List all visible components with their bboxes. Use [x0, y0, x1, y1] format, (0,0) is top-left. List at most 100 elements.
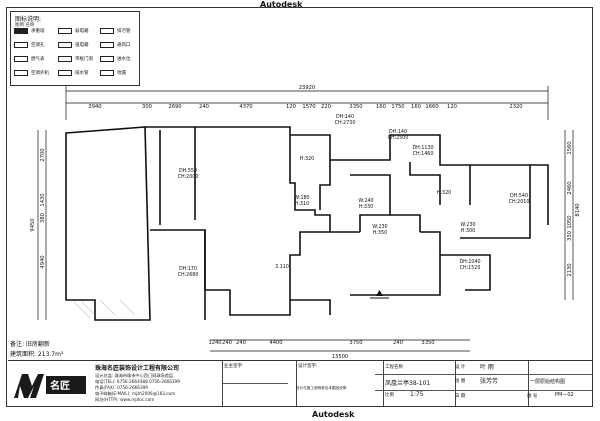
project-value: 凤凰兰亭38-101 — [385, 380, 431, 387]
title-block — [8, 360, 592, 407]
dim-right-segment: 330 — [567, 231, 573, 241]
designer-sign-label: 设计签字: — [298, 364, 318, 369]
drawing-title: 一层原始结构图 — [530, 379, 566, 385]
brand-top: Autodesk — [260, 0, 303, 9]
annotation-label: CH:2680 — [178, 272, 199, 278]
sheet-label: 图 号 — [527, 394, 538, 399]
legend-item-label: 强电箱 — [75, 43, 89, 48]
gas-meter-icon — [14, 56, 28, 62]
annotation-label: CH:2010 — [509, 199, 530, 205]
svg-text:名匠: 名匠 — [50, 379, 70, 392]
annotation-label: H:320 — [437, 190, 451, 196]
dim-top-segment: 2320 — [509, 104, 522, 110]
dim-bottom-total: 13500 — [332, 354, 349, 360]
dim-top-segment: 160 — [376, 104, 386, 110]
tb-divider — [455, 361, 456, 407]
annotation-label: CH:2000 — [178, 174, 199, 180]
annotation-label: DH:170 — [179, 266, 197, 272]
dim-top-segment: 240 — [199, 104, 209, 110]
company-address: 设计总监: 珠海市珠市中心西门网球场首层 — [95, 373, 174, 378]
note-area: 建筑面积: 213.7m² — [10, 351, 64, 358]
note-renovation: 备注: 旧房翻新 — [10, 341, 50, 348]
drawing-frame — [6, 7, 593, 407]
sign-note: 设计与施工说明参见本图纸说明 — [296, 386, 347, 390]
legend-title: 图标说明: — [15, 16, 42, 23]
tb-divider — [383, 361, 384, 407]
dim-top-segment: 3350 — [349, 104, 362, 110]
annotation-label: H:300 — [461, 228, 475, 234]
tb-hline — [222, 383, 288, 384]
dim-top-segment: 120 — [447, 104, 457, 110]
dim-top-segment: 4370 — [239, 104, 252, 110]
annotation-label: CH:2500 — [388, 135, 409, 141]
dim-top-segment: 300 — [142, 104, 152, 110]
floor-drain-icon — [100, 70, 114, 76]
annotation-label: H:350 — [373, 230, 387, 236]
annotation-label: CH:2730 — [335, 120, 356, 126]
annotation-label: DH:550 — [179, 168, 197, 174]
tb-hline — [375, 390, 592, 391]
dim-right-segment: 2130 — [567, 263, 573, 276]
dim-right-total: 8140 — [575, 203, 581, 216]
dim-left-segment: 4940 — [40, 255, 46, 268]
dim-bottom-segment: 240 — [236, 340, 246, 346]
scale-label: 比例 — [385, 393, 394, 398]
dim-right-segment: 1560 — [567, 141, 573, 154]
door-frame-icon — [58, 56, 72, 62]
annotation-label: DH:1040 — [459, 259, 480, 265]
legend-item-label: 燃气表 — [31, 57, 45, 62]
company-web: 网址(HTTP): www.mjdoc.com — [95, 397, 155, 402]
annotation-label: 3.110 — [275, 264, 289, 270]
ac-outdoor-icon — [14, 70, 28, 76]
annotation-label: W:230 — [460, 222, 475, 228]
tb-divider — [296, 361, 297, 407]
vent-icon — [100, 42, 114, 48]
dim-bottom-segment: 240 — [222, 340, 232, 346]
dim-bottom-segment: 240 — [393, 340, 403, 346]
company-fax: 传真(FAX): 0756-2666399 — [95, 385, 148, 390]
legend-box: 图标说明: 图例 名称 — [10, 11, 140, 86]
dim-top-segment: 220 — [321, 104, 331, 110]
scale-value: 1:75 — [410, 391, 424, 398]
brand-bottom: Autodesk — [312, 410, 355, 419]
ac-hole-icon — [14, 42, 28, 48]
company-tel: 电话(TEL): 0756-2664488 0756-2666399 — [95, 379, 180, 384]
annotation-label: CH:1520 — [460, 265, 481, 271]
dim-bottom-segment: 1240 — [208, 340, 221, 346]
legend-item-label: 承重墙 — [31, 29, 45, 34]
annotation-label: DH:140 — [389, 129, 407, 135]
annotation-label: DH:1130 — [412, 145, 433, 151]
annotation-label: W:180 — [294, 195, 309, 201]
date-label: 日 期 — [455, 394, 466, 399]
legend-item-label: 弱电箱 — [75, 29, 89, 34]
design-label: 设 计 — [455, 365, 466, 370]
legend-subheader: 图例 名称 — [15, 23, 35, 28]
dim-bottom-segment: 4400 — [269, 340, 282, 346]
draw-value: 张芳芳 — [480, 378, 499, 385]
sewage-pipe-icon — [100, 28, 114, 34]
design-value: 叶 雨 — [480, 364, 494, 371]
entrance-icon — [370, 290, 389, 299]
annotation-label: CH:1460 — [413, 151, 434, 157]
annotation-label: H:330 — [359, 204, 373, 210]
company-logo: 名匠 — [14, 372, 88, 400]
dim-top-segment: 160 — [411, 104, 421, 110]
dim-top-total: 23920 — [299, 85, 316, 91]
annotation-label: H:310 — [295, 201, 309, 207]
dim-top-segment: 2690 — [168, 104, 181, 110]
legend-item-label: 进水位 — [117, 57, 131, 62]
tb-divider — [528, 361, 529, 407]
notes: 备注: 旧房翻新 建筑面积: 213.7m² — [10, 340, 63, 360]
dim-left-total: 9450 — [30, 218, 36, 231]
dim-left-segment: 2700 — [40, 148, 46, 161]
dim-right-segment: 2460 — [567, 181, 573, 194]
dim-top-segment: 120 — [286, 104, 296, 110]
dim-left-segment: 1430 — [40, 193, 46, 206]
legend-item-label: 排水管 — [75, 71, 89, 76]
annotation-label: DH:540 — [510, 193, 528, 199]
dim-right-segment: 1050 — [567, 215, 573, 228]
company-email: 电子邮箱(E-MAIL): mjzh2006@163.com — [95, 391, 176, 396]
bearing-wall-icon — [14, 28, 28, 34]
sheet-value: PM—02 — [555, 392, 574, 398]
